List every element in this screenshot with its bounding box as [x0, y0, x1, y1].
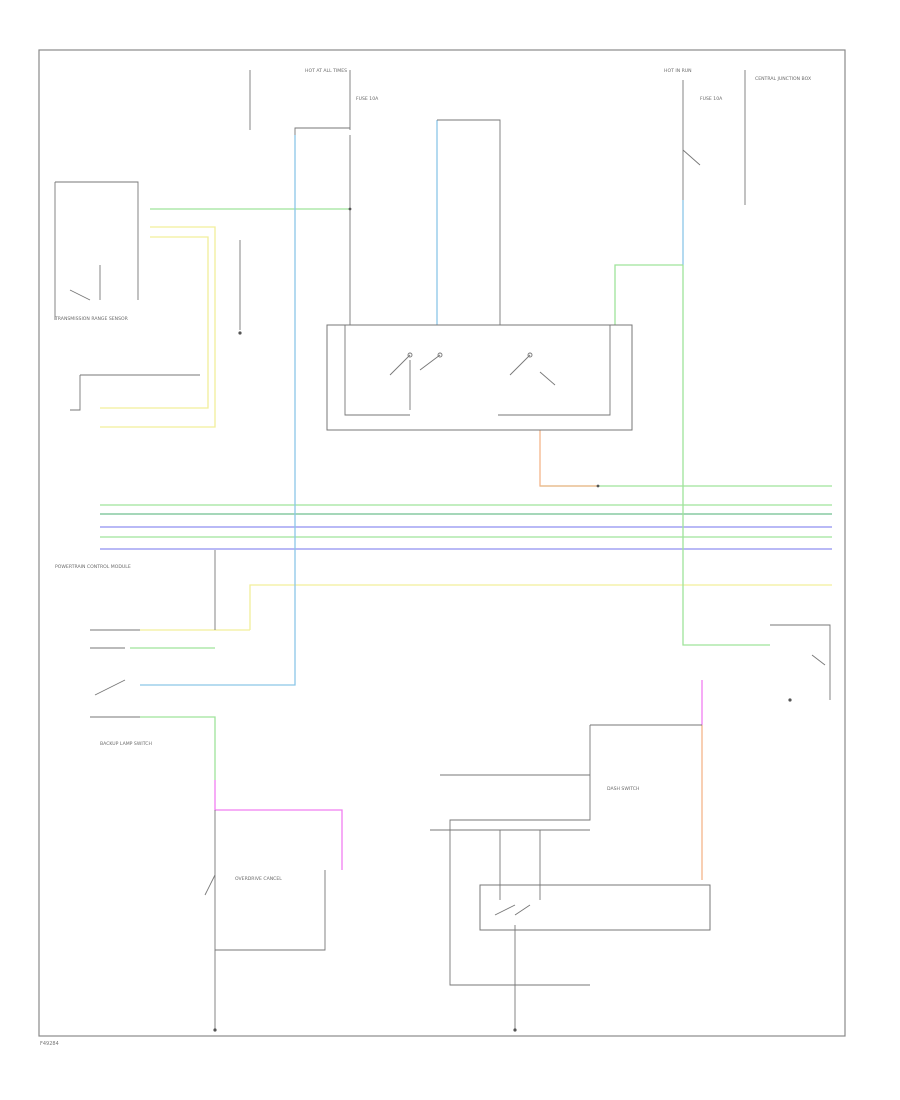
- wire-green-stub: [614, 264, 683, 325]
- control-module-box: [326, 324, 633, 431]
- label-backup-lamp: BACKUP LAMP SWITCH: [100, 741, 152, 747]
- diagram-labels: HOT AT ALL TIMES HOT IN RUN FUSE 10A FUS…: [54, 68, 811, 882]
- diagram-frame: [38, 49, 846, 1037]
- trs-wire-yellow-2: [100, 236, 209, 409]
- ground-dot-1: [238, 331, 242, 335]
- label-hot-in-run: HOT IN RUN: [664, 68, 692, 74]
- label-dash-switch: DASH SWITCH: [607, 786, 639, 792]
- label-pcm: POWERTRAIN CONTROL MODULE: [55, 564, 131, 570]
- diagram-code: F49284: [40, 1041, 59, 1047]
- label-overdrive: OVERDRIVE CANCEL: [235, 876, 282, 882]
- wire-green-right: [682, 265, 770, 646]
- wire-orange-1: [539, 430, 598, 487]
- splice-dot-2: [596, 484, 600, 488]
- bus-wire-yellow: [249, 584, 832, 630]
- ground-dot-3: [513, 1028, 517, 1032]
- switch-box: [479, 884, 711, 931]
- gray-wires: [54, 70, 831, 1030]
- wire-green-switch-2: [140, 716, 216, 780]
- label-transmission-range: TRANSMISSION RANGE SENSOR: [54, 316, 129, 322]
- connector-dots: [213, 207, 792, 1032]
- label-fuse-top: FUSE 10A: [356, 96, 379, 102]
- label-fuse-right: FUSE 10A: [700, 96, 723, 102]
- trs-wire-yellow-1: [100, 226, 216, 428]
- ground-dot-4: [788, 698, 792, 702]
- splice-dot-1: [348, 207, 352, 211]
- wire-pink-1: [214, 780, 343, 870]
- ground-dot-2: [213, 1028, 217, 1032]
- colored-wires: [100, 120, 832, 880]
- wire-light-blue-1: [140, 135, 296, 686]
- label-central-junction: CENTRAL JUNCTION BOX: [755, 76, 811, 82]
- label-hot-at-all-times: HOT AT ALL TIMES: [305, 68, 347, 74]
